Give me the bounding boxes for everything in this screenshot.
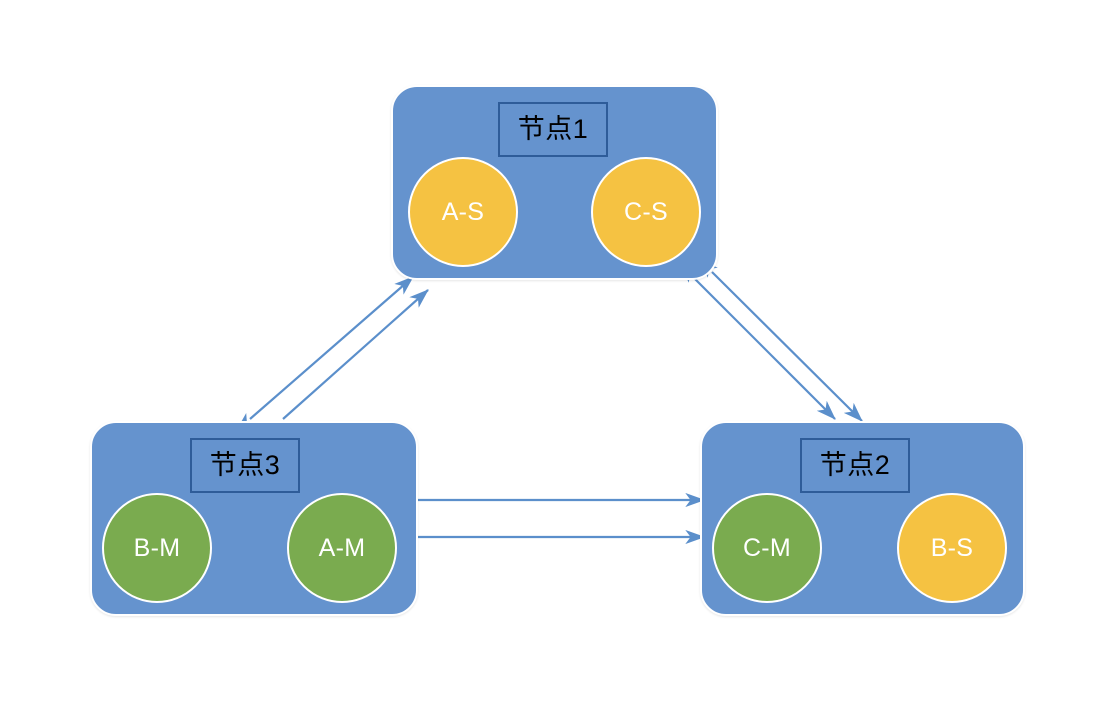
shard-circle-c-s[interactable]: C-S: [591, 157, 701, 267]
edge-node1-node2-inner: [679, 263, 836, 420]
edge-node3-node1-inner: [282, 289, 429, 420]
shard-circle-b-m[interactable]: B-M: [102, 493, 212, 603]
shard-circle-c-m[interactable]: C-M: [712, 493, 822, 603]
node-label-node2: 节点2: [800, 438, 910, 493]
shard-circle-a-m[interactable]: A-M: [287, 493, 397, 603]
node-label-node3: 节点3: [190, 438, 300, 493]
edge-node1-node2-outer: [698, 258, 863, 422]
shard-circle-b-s[interactable]: B-S: [897, 493, 1007, 603]
shard-circle-a-s[interactable]: A-S: [408, 157, 518, 267]
node-label-node1: 节点1: [498, 102, 608, 157]
edge-node3-node1-outer: [235, 276, 414, 432]
